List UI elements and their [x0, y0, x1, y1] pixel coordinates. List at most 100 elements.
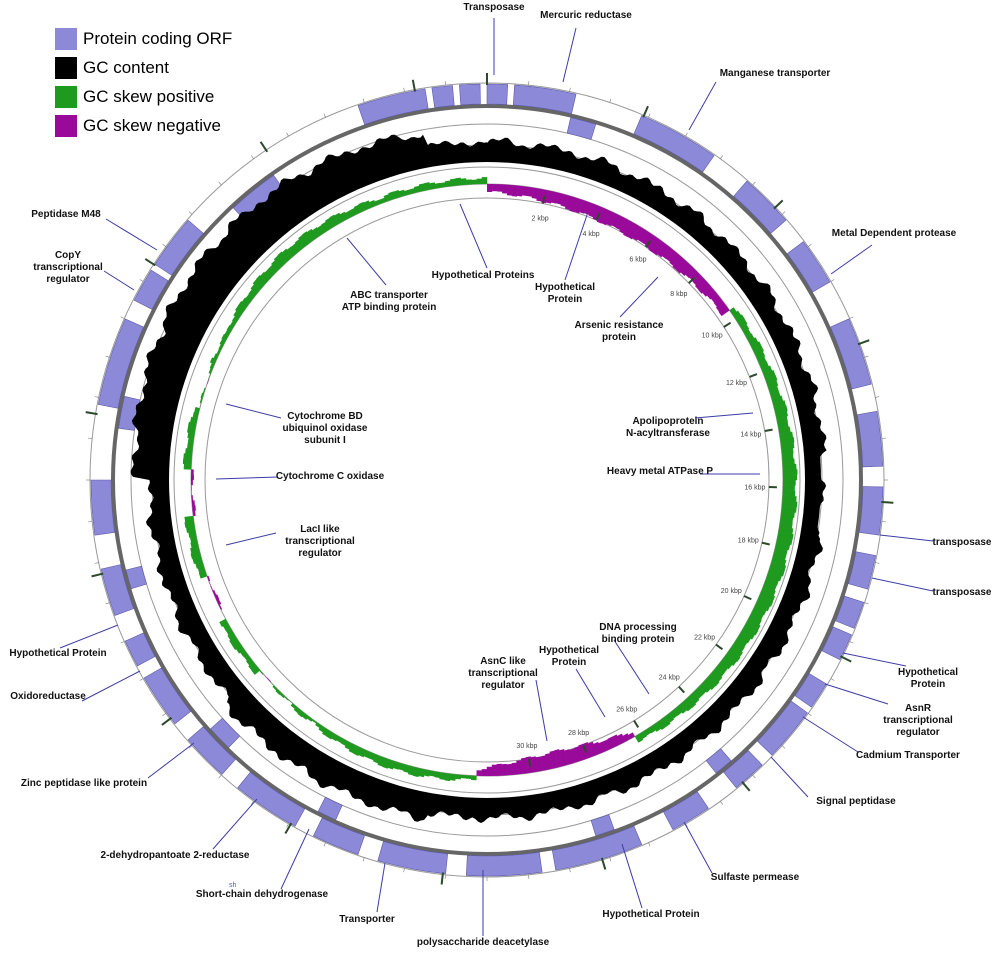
gc-skew-bin [388, 191, 396, 201]
gc-skew-bin [748, 337, 759, 346]
annotation-leader [535, 679, 548, 742]
small-mark: sh [229, 882, 237, 889]
gc-skew-bin [506, 184, 514, 196]
legend-swatch-gc-skew-negative [55, 114, 77, 137]
gc-skew-bin [190, 541, 199, 549]
legend-item-gc-skew-negative: GC skew negative [55, 111, 232, 140]
annotation-label-line: N-acyltransferase [626, 428, 710, 439]
gc-skew-bin [771, 556, 787, 566]
ring-6 [204, 197, 770, 763]
gc-skew-bin [777, 531, 794, 540]
outer-tick [120, 641, 125, 644]
gc-skew-bin [336, 736, 344, 744]
gc-skew-bin [194, 407, 200, 414]
gc-skew-bin [673, 706, 682, 716]
gc-skew-bin [587, 741, 598, 757]
gc-skew-bin [718, 306, 730, 317]
kbp-label: 6 kbp [629, 257, 646, 264]
gc-skew-bin [677, 703, 688, 714]
annotation-label-line: Cadmium Transporter [856, 750, 960, 761]
gc-skew-bin [449, 773, 457, 781]
annotation-label-line: Oxidoreductase [10, 691, 86, 702]
gc-skew-bin [241, 297, 251, 307]
orf-block-32 [590, 814, 615, 837]
annotation-label: transposase [933, 537, 992, 548]
gc-skew-bin [481, 177, 488, 185]
gc-skew-bin [757, 595, 774, 607]
gc-skew-bin [574, 198, 584, 214]
annotation-leader [212, 798, 258, 850]
gc-skew-bin [471, 775, 477, 781]
gc-skew-bin [407, 765, 416, 776]
gc-skew-bin [187, 421, 197, 429]
gc-skew-bin [205, 383, 208, 389]
orf-block-34 [317, 796, 343, 821]
outer-tick [139, 279, 144, 282]
legend-swatch-gc-skew-positive [55, 85, 77, 108]
outer-tick [162, 244, 166, 247]
gc-skew-bin [740, 324, 750, 333]
gc-skew-bin [584, 201, 594, 215]
gc-skew-bin [481, 769, 487, 776]
annotation-label-line: DNA processing [599, 622, 676, 633]
gc-skew-bin [750, 341, 762, 351]
gc-skew-bin [192, 556, 203, 565]
kbp-label: 10 kbp [702, 333, 723, 340]
outer-tick [105, 602, 110, 605]
orf-block-1 [512, 84, 577, 114]
gc-skew-bin [738, 319, 748, 328]
major-tick [600, 857, 607, 870]
annotation-label: Transporter [339, 914, 395, 925]
orf-block-30 [459, 83, 481, 106]
orf-block-12 [757, 700, 808, 756]
gc-skew-bin [656, 719, 667, 730]
gc-skew-bin [662, 246, 674, 260]
orf-block-16 [465, 852, 543, 877]
orf-block-2 [633, 115, 715, 173]
gc-skew-bin [243, 653, 251, 661]
gc-skew-bin [195, 561, 204, 569]
gc-skew-bin [188, 531, 197, 538]
gc-skew-bin [723, 653, 737, 666]
annotation-label: Peptidase M48 [31, 209, 101, 220]
gc-skew-bin [192, 505, 196, 511]
gc-skew-bin [692, 689, 703, 700]
gc-skew-bin [774, 546, 788, 555]
outer-tick [251, 155, 254, 159]
gc-skew-bin [752, 605, 767, 616]
gc-skew-bin [755, 351, 766, 360]
gc-skew-bin [324, 217, 335, 229]
gc-skew-bin [235, 305, 245, 315]
gc-skew-bin [713, 666, 725, 677]
gc-skew-bin [685, 267, 697, 279]
gc-skew-bin [293, 706, 301, 714]
outer-tick [94, 562, 99, 564]
annotation-label: Transposase [463, 2, 525, 13]
gc-skew-bin [209, 362, 215, 370]
annotation-label-line: Transposase [463, 2, 525, 13]
annotation-leader [575, 668, 606, 718]
gc-skew-bin [209, 357, 217, 365]
kbp-tick [723, 321, 732, 328]
gc-skew-bin [652, 240, 666, 256]
annotation-label-line: Short-chain dehydrogenase [196, 889, 329, 900]
annotation-label-line: Transporter [339, 914, 395, 925]
gc-skew-bin [737, 632, 751, 644]
kbp-label: 24 kbp [659, 674, 680, 681]
annotation-label-line: Cytochrome BD [287, 411, 363, 422]
annotation-leader [562, 27, 577, 83]
gc-skew-bin [439, 772, 446, 780]
outer-tick [781, 211, 786, 215]
gc-skew-bin [526, 186, 534, 197]
major-tick [91, 572, 104, 578]
gc-skew-bin [588, 203, 599, 218]
annotation-leader [879, 534, 934, 542]
gc-skew-bin [781, 500, 798, 508]
outer-tick [648, 842, 651, 847]
gc-skew-bin [781, 505, 797, 513]
outer-tick [218, 774, 222, 779]
gc-skew-bin [275, 689, 282, 695]
gc-skew-bin [202, 387, 206, 394]
